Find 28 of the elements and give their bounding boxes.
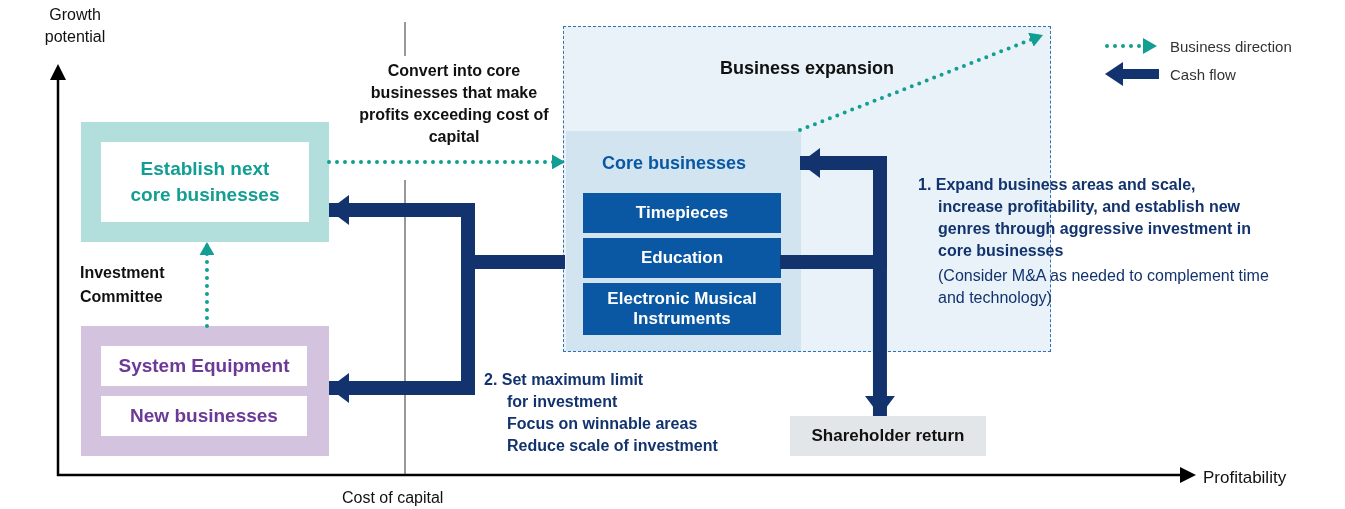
category-box: Electronic Musical Instruments [583, 283, 781, 335]
axis-label: Profitability [1203, 467, 1287, 489]
region-title: Business expansion [718, 58, 896, 79]
dotted-arrow [798, 32, 1045, 132]
item-box: New businesses [101, 396, 307, 436]
group-panel [81, 326, 329, 456]
axis-label: Growth potential [43, 5, 107, 47]
group-title: Core businesses [602, 153, 747, 174]
flow-arrow [780, 148, 887, 269]
text-box: Establish next core businesses [101, 142, 309, 222]
note-text: Reduce scale of investment [507, 436, 718, 456]
result-box: Shareholder return [790, 416, 986, 456]
note-text: (Consider M&A as needed to complement time and technology) [938, 266, 1270, 308]
note-text: Convert into core businesses that make profits exceeding cost of capital [358, 61, 550, 147]
dotted-arrow [327, 154, 567, 170]
axis-label: Cost of capital [342, 488, 444, 508]
note-text: Focus on winnable areas [507, 414, 698, 434]
category-box: Education [583, 238, 781, 278]
group-panel [566, 131, 801, 351]
legend-label: Business direction [1170, 37, 1292, 57]
note-text: 1. Expand business areas and scale, increase profitability, and establish new genres through aggressive investment in core businesses [918, 175, 1252, 261]
note-text: Investment Committee [80, 263, 166, 307]
item-box: System Equipment [101, 346, 307, 386]
note-text: 2. Set maximum limit for investment [484, 370, 645, 412]
dotted-arrow [199, 240, 215, 328]
legend-label: Cash flow [1170, 65, 1236, 85]
category-box: Timepieces [583, 193, 781, 233]
frame-panel [81, 122, 329, 242]
